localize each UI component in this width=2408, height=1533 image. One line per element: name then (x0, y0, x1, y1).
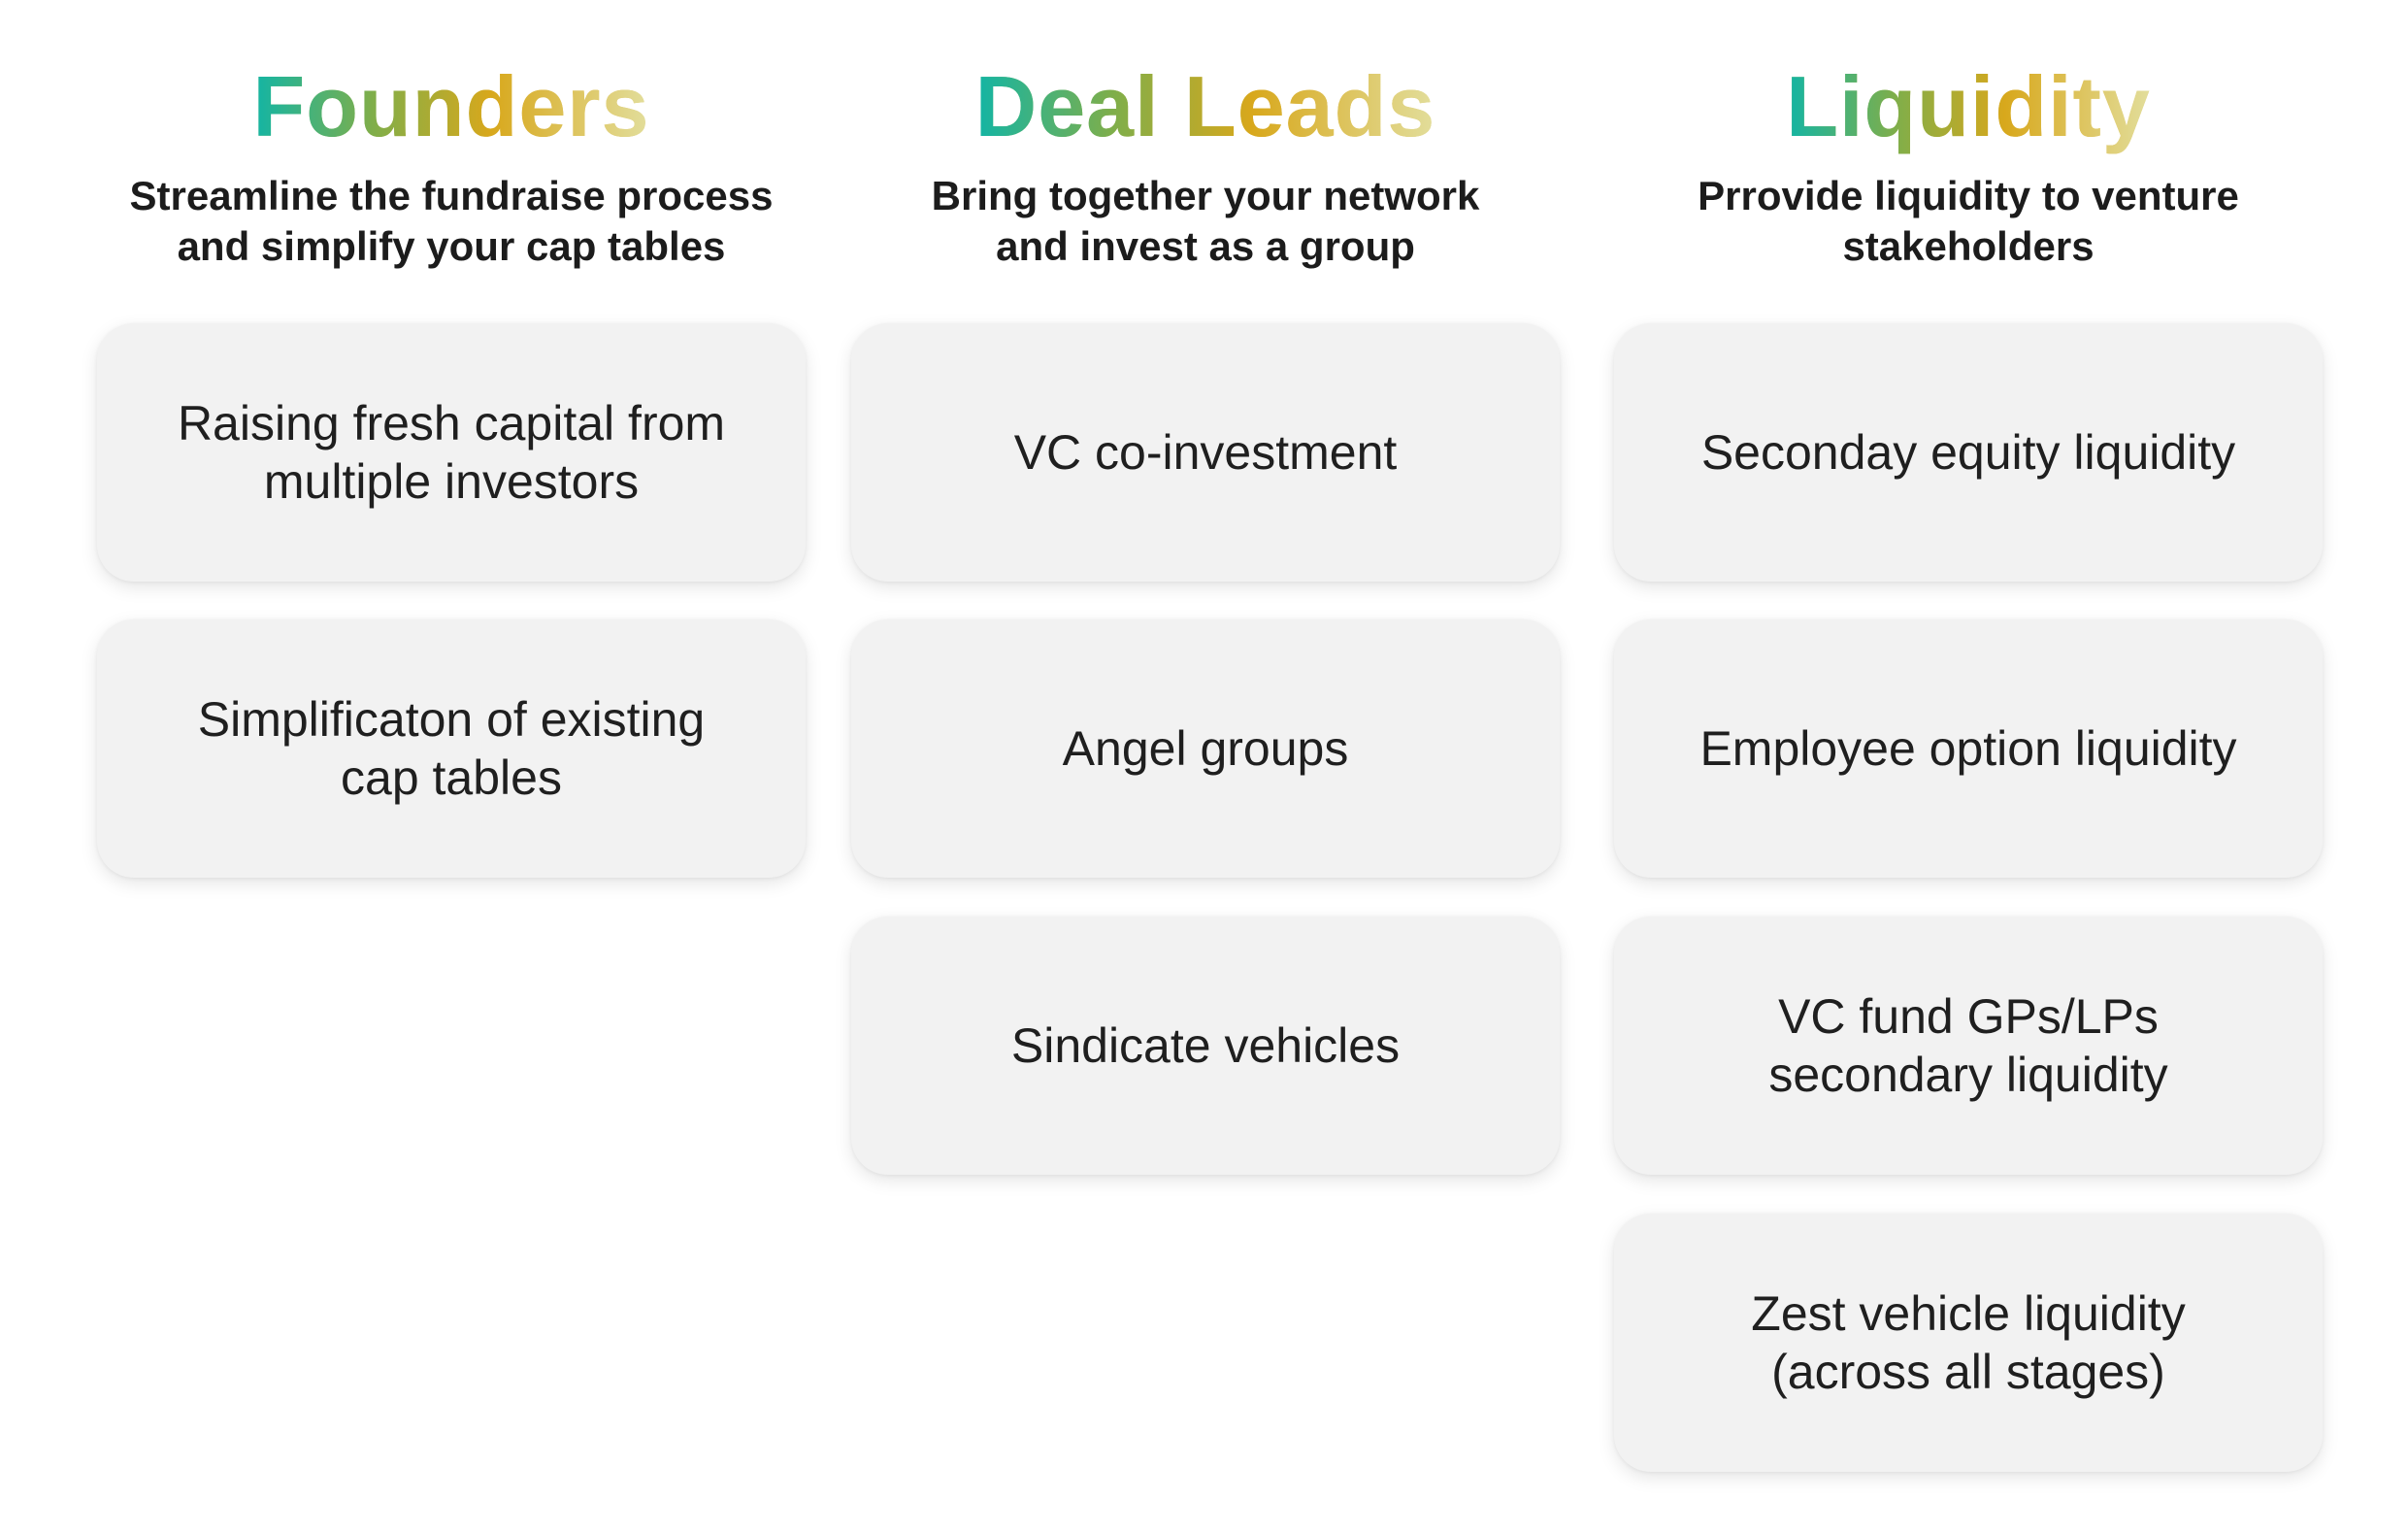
card-text-line: secondary liquidity (1768, 1048, 2168, 1102)
card-angel-groups: Angel groups (851, 619, 1560, 878)
card-vc-co-investment: VC co-investment (851, 323, 1560, 582)
liquidity-subtitle-line2: stakeholders (1842, 223, 2095, 269)
deal-leads-heading-text: Deal Leads (974, 58, 1436, 154)
card-text: VC co-investment (1014, 423, 1398, 482)
card-text: VC fund GPs/LPs secondary liquidity (1768, 987, 2167, 1104)
card-text: Sindicate vehicles (1011, 1016, 1400, 1075)
card-text-line: (across all stages) (1771, 1345, 2165, 1399)
liquidity-subtitle-line1: Prrovide liquidity to venture (1698, 173, 2239, 218)
card-text: Zest vehicle liquidity (across all stage… (1751, 1284, 2185, 1401)
founders-subtitle-line1: Streamline the fundraise process (129, 173, 774, 218)
card-sindicate-vehicles: Sindicate vehicles (851, 916, 1560, 1175)
card-text-line: Seconday equity liquidity (1700, 425, 2236, 480)
card-simplification-cap-tables: Simplificaton of existing cap tables (97, 619, 806, 878)
founders-subtitle: Streamline the fundraise process and sim… (87, 171, 815, 272)
founders-heading: Founders (97, 58, 806, 155)
liquidity-heading-text: Liquidity (1786, 58, 2151, 154)
card-text: Raising fresh capital from multiple inve… (178, 394, 725, 511)
card-vc-fund-secondary-liquidity: VC fund GPs/LPs secondary liquidity (1614, 916, 2323, 1175)
card-raising-fresh-capital: Raising fresh capital from multiple inve… (97, 323, 806, 582)
card-text-line: Zest vehicle liquidity (1751, 1286, 2186, 1341)
card-text-line: Simplificaton of existing (197, 692, 706, 747)
liquidity-subtitle: Prrovide liquidity to venture stakeholde… (1604, 171, 2332, 272)
card-zest-vehicle-liquidity: Zest vehicle liquidity (across all stage… (1614, 1214, 2323, 1472)
deal-leads-subtitle: Bring together your network and invest a… (841, 171, 1569, 272)
card-text-line: VC fund GPs/LPs (1778, 989, 2159, 1044)
founders-subtitle-line2: and simplify your cap tables (177, 223, 726, 269)
card-text: Seconday equity liquidity (1701, 423, 2235, 482)
card-text-line: Angel groups (1062, 721, 1349, 776)
card-text-line: multiple investors (263, 454, 640, 509)
card-text-line: VC co-investment (1013, 425, 1398, 480)
founders-heading-text: Founders (252, 58, 650, 154)
card-text-line: Raising fresh capital from (177, 396, 726, 450)
deal-leads-subtitle-line2: and invest as a group (996, 223, 1415, 269)
card-text: Angel groups (1063, 719, 1349, 778)
card-text: Employee option liquidity (1699, 719, 2236, 778)
card-employee-option-liquidity: Employee option liquidity (1614, 619, 2323, 878)
card-text-line: Sindicate vehicles (1010, 1018, 1401, 1073)
liquidity-heading: Liquidity (1614, 58, 2323, 155)
card-seconday-equity-liquidity: Seconday equity liquidity (1614, 323, 2323, 582)
card-text-line: Employee option liquidity (1699, 721, 2237, 776)
card-text-line: cap tables (341, 750, 562, 805)
deal-leads-heading: Deal Leads (851, 58, 1560, 155)
deal-leads-subtitle-line1: Bring together your network (931, 173, 1480, 218)
card-text: Simplificaton of existing cap tables (198, 690, 705, 807)
